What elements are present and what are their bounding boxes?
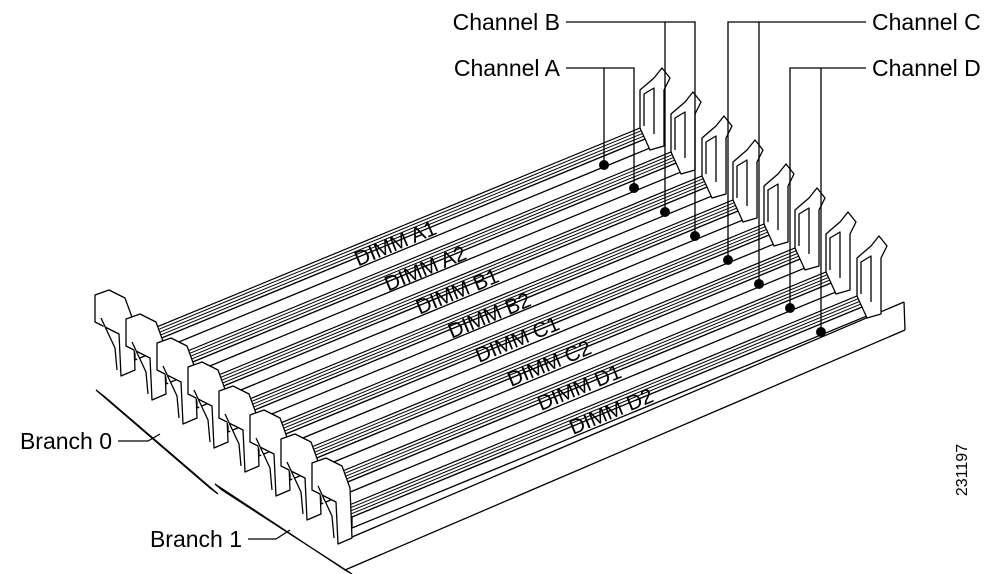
channel-d-label: Channel D xyxy=(872,55,981,81)
channel-d-dot-2 xyxy=(816,327,826,337)
back-latch xyxy=(670,91,702,175)
slot-groove xyxy=(346,299,863,513)
channel-a-dot-2 xyxy=(629,183,639,193)
channel-a-dot-1 xyxy=(599,160,609,170)
branch-0-label: Branch 0 xyxy=(20,428,112,454)
slot-groove xyxy=(315,275,832,489)
slot-groove xyxy=(163,158,679,372)
figure-number: 231197 xyxy=(954,444,971,496)
slot-groove xyxy=(225,206,741,420)
dimm-slot xyxy=(185,175,714,409)
front-latch-inner xyxy=(224,413,242,467)
front-latch-inner xyxy=(255,437,273,491)
slot-groove xyxy=(132,134,648,348)
back-latch-inner xyxy=(829,231,841,278)
slot-groove xyxy=(127,129,643,343)
front-latch xyxy=(218,385,260,473)
front-latch-inner xyxy=(286,461,304,515)
branch-callouts: Branch 0 Branch 1 xyxy=(20,428,291,552)
back-latch-inner xyxy=(643,87,655,134)
back-latch-inner xyxy=(767,183,779,230)
back-latch-inner xyxy=(674,111,686,158)
branch-0-leader xyxy=(118,433,161,442)
front-latch-inner xyxy=(131,341,149,395)
back-latch xyxy=(639,67,671,151)
slot-groove xyxy=(287,254,803,468)
slot-groove xyxy=(158,153,674,367)
channel-b-label: Channel B xyxy=(453,9,560,35)
front-latch-inner xyxy=(193,389,211,443)
front-latch xyxy=(187,361,229,449)
channel-c-dot-1 xyxy=(723,255,733,265)
channel-b-dot-2 xyxy=(690,231,700,241)
slot-groove xyxy=(220,201,736,415)
slot-groove xyxy=(189,177,705,391)
slot-groove xyxy=(160,155,677,369)
back-latch-inner xyxy=(798,207,810,254)
channel-d-leader xyxy=(789,67,866,308)
dimm-slot xyxy=(247,223,776,457)
slot-groove xyxy=(256,230,772,444)
channel-b-leader-2 xyxy=(665,21,696,236)
slot-latches xyxy=(94,67,888,545)
slot-groove xyxy=(284,251,801,465)
front-latch-inner xyxy=(100,317,118,371)
slot-groove xyxy=(251,225,767,439)
slot-groove xyxy=(253,227,770,441)
slot-groove xyxy=(129,131,646,345)
slot-groove xyxy=(318,278,834,492)
branch-1-leader xyxy=(248,529,291,540)
dimm-slots xyxy=(123,127,869,529)
back-latch-inner xyxy=(705,135,717,182)
slot-groove xyxy=(222,203,739,417)
slot-groove xyxy=(282,249,798,463)
front-latch xyxy=(156,337,198,425)
back-latch-inner xyxy=(860,255,872,302)
dimm-slot xyxy=(154,151,683,385)
back-latch-inner xyxy=(736,159,748,206)
base-plate xyxy=(95,301,906,574)
slot-groove xyxy=(313,273,829,487)
back-latch xyxy=(856,235,888,319)
back-latch xyxy=(701,115,733,199)
channel-b-dot-1 xyxy=(660,207,670,217)
front-latch-inner xyxy=(317,485,335,539)
front-latch-inner xyxy=(162,365,180,419)
slot-groove xyxy=(194,182,710,396)
channel-c-leader xyxy=(727,21,866,260)
channel-callouts: Channel A Channel B Channel C Channel D xyxy=(453,9,981,337)
channel-a-leader-2 xyxy=(604,67,635,188)
front-latch xyxy=(249,409,291,497)
front-latch xyxy=(311,457,353,545)
front-latch xyxy=(280,433,322,521)
channel-a-label: Channel A xyxy=(454,55,561,81)
back-latch xyxy=(763,163,795,247)
back-latch xyxy=(794,187,826,271)
dimm-slot xyxy=(216,199,745,433)
front-latch xyxy=(125,313,167,401)
front-latch xyxy=(94,289,136,377)
back-latch xyxy=(825,211,857,295)
channel-c-dot-2 xyxy=(754,279,764,289)
slot-groove xyxy=(344,297,860,511)
branch-1-label: Branch 1 xyxy=(150,526,242,552)
channel-d-dot-1 xyxy=(785,303,795,313)
slot-groove xyxy=(349,302,865,516)
channel-c-label: Channel C xyxy=(872,9,981,35)
back-latch xyxy=(732,139,764,223)
slot-groove xyxy=(191,179,708,393)
